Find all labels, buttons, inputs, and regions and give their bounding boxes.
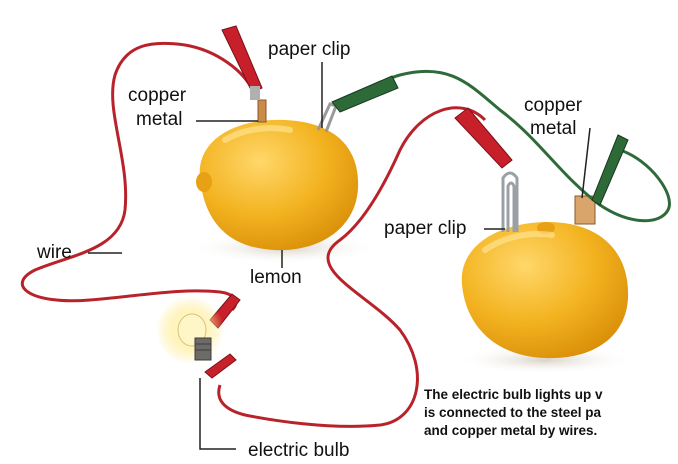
label-copper-right-line2: metal [530, 119, 576, 139]
leader-copper-right [582, 128, 590, 198]
label-electric-bulb: electric bulb [248, 441, 349, 461]
label-copper-left-line2: metal [136, 110, 182, 130]
label-wire: wire [37, 243, 72, 263]
electric-bulb [156, 296, 224, 364]
caption-line-1: The electric bulb lights up v [424, 386, 678, 404]
lemon-right [462, 222, 628, 358]
label-paper-clip-top: paper clip [268, 40, 350, 60]
caption-line-3: and copper metal by wires. [424, 422, 678, 440]
alligator-clip-green-left [332, 76, 398, 112]
copper-strip-left [258, 100, 266, 122]
caption-line-2: is connected to the steel pa [424, 404, 678, 422]
label-paper-clip-right: paper clip [384, 219, 466, 239]
caption: The electric bulb lights up v is connect… [424, 386, 678, 440]
lemon-left [196, 120, 358, 250]
label-lemon: lemon [250, 268, 302, 288]
label-copper-left-line1: copper [128, 86, 186, 106]
label-copper-right-line1: copper [524, 96, 582, 116]
paper-clip-right [503, 173, 517, 232]
alligator-clip-right-green [592, 135, 628, 205]
